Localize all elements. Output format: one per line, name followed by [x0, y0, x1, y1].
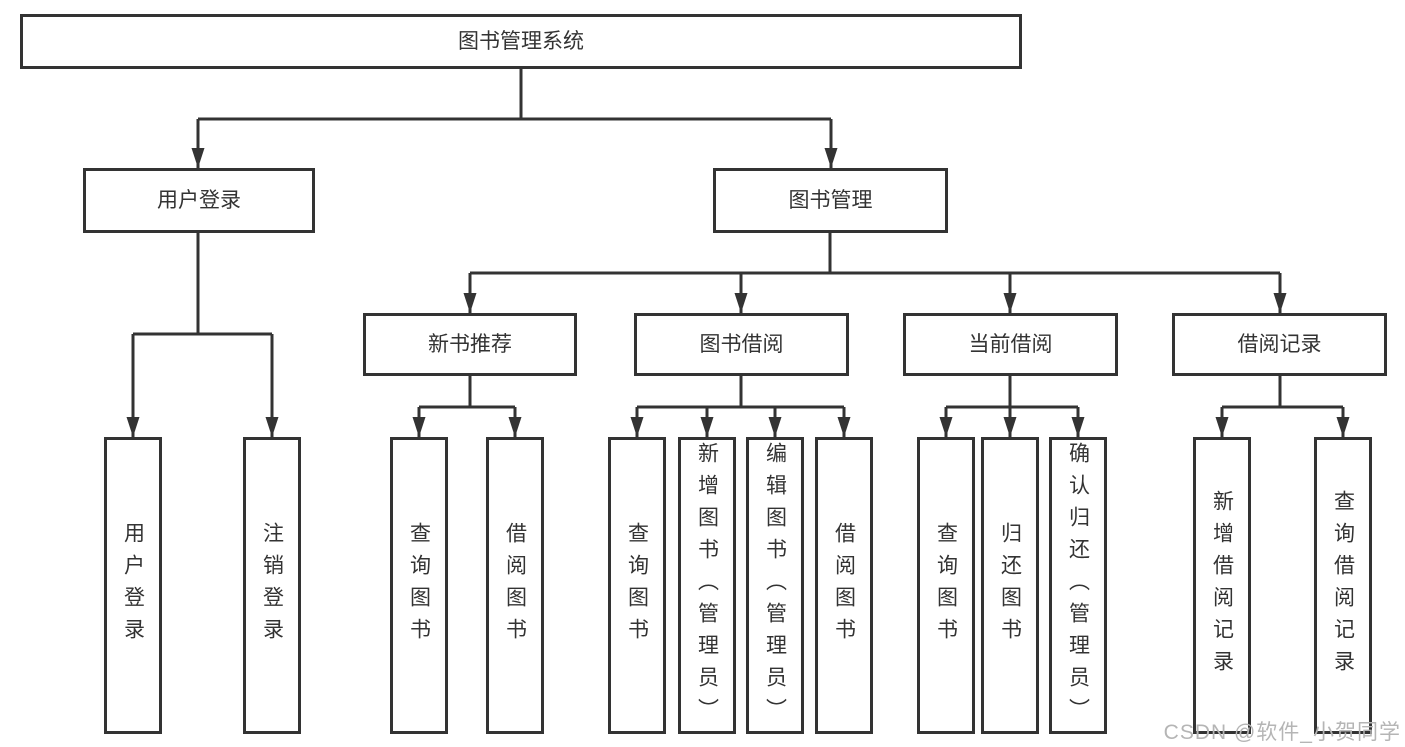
node-user-login-label: 用户登录 — [157, 188, 241, 212]
leaf-query-books-borrowing-label: 查询图书 — [625, 521, 649, 650]
leaf-query-books-recommend-label: 查询图书 — [407, 521, 431, 650]
csdn-watermark: CSDN @软件_小贺同学 — [1163, 721, 1401, 744]
node-new-book-recommendation: 新书推荐 — [363, 313, 577, 376]
leaf-return-books-label: 归还图书 — [998, 521, 1022, 650]
leaf-add-books-admin-label: 新增图书（管理员） — [695, 441, 719, 730]
node-book-management-label: 图书管理 — [788, 188, 873, 212]
node-library-system-label: 图书管理系统 — [458, 29, 584, 53]
leaf-borrow-books-borrowing: 借阅图书 — [815, 437, 873, 734]
leaf-add-borrow-record: 新增借阅记录 — [1193, 437, 1251, 734]
leaf-user-login-label: 用户登录 — [121, 521, 145, 650]
leaf-query-books-borrowing: 查询图书 — [608, 437, 666, 734]
leaf-query-borrow-record: 查询借阅记录 — [1314, 437, 1372, 734]
node-new-book-recommendation-label: 新书推荐 — [428, 332, 512, 356]
leaf-edit-books-admin-label: 编辑图书（管理员） — [763, 441, 787, 730]
node-borrowing-records: 借阅记录 — [1172, 313, 1387, 376]
connector-trunks — [133, 69, 1343, 409]
node-borrowing-records-label: 借阅记录 — [1237, 332, 1322, 356]
leaf-edit-books-admin: 编辑图书（管理员） — [746, 437, 804, 734]
leaf-query-books-current: 查询图书 — [917, 437, 975, 734]
node-book-borrowing-label: 图书借阅 — [699, 332, 784, 356]
leaf-confirm-return-admin-label: 确认归还（管理员） — [1066, 441, 1090, 730]
leaf-user-login: 用户登录 — [104, 437, 162, 734]
leaf-confirm-return-admin: 确认归还（管理员） — [1049, 437, 1107, 734]
leaf-borrow-books-recommend-label: 借阅图书 — [503, 521, 527, 650]
leaf-query-books-recommend: 查询图书 — [390, 437, 448, 734]
leaf-query-books-current-label: 查询图书 — [934, 521, 958, 650]
leaf-return-books: 归还图书 — [981, 437, 1039, 734]
leaf-logout-label: 注销登录 — [260, 521, 284, 650]
node-book-management: 图书管理 — [713, 168, 948, 233]
leaf-add-books-admin: 新增图书（管理员） — [678, 437, 736, 734]
leaf-borrow-books-recommend: 借阅图书 — [486, 437, 544, 734]
node-library-system: 图书管理系统 — [20, 14, 1022, 69]
node-current-borrowing: 当前借阅 — [903, 313, 1118, 376]
leaf-borrow-books-borrowing-label: 借阅图书 — [832, 521, 856, 650]
node-user-login: 用户登录 — [83, 168, 315, 233]
leaf-logout: 注销登录 — [243, 437, 301, 734]
connector-arrows — [126, 119, 1350, 437]
leaf-add-borrow-record-label: 新增借阅记录 — [1210, 489, 1234, 682]
node-book-borrowing: 图书借阅 — [634, 313, 849, 376]
leaf-query-borrow-record-label: 查询借阅记录 — [1331, 489, 1355, 682]
node-current-borrowing-label: 当前借阅 — [968, 332, 1053, 356]
